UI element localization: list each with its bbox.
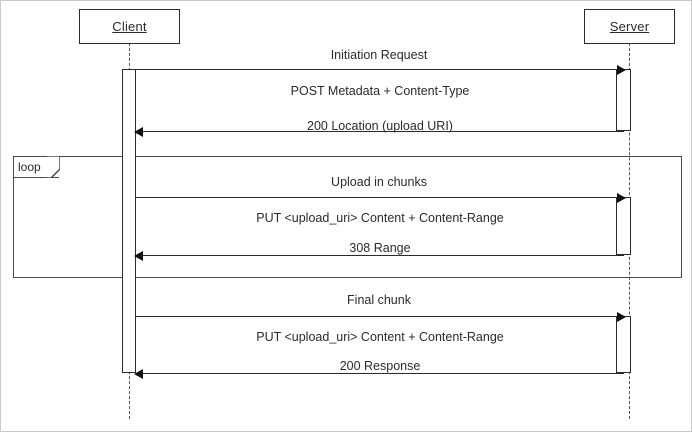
message-line-m5 [135,316,624,317]
section-label-upload-chunks: Upload in chunks [331,175,427,189]
message-label-m2: 200 Location (upload URI) [307,119,453,133]
message-line-m6 [141,373,624,374]
message-arrowhead-m1 [617,65,626,75]
message-label-m4: 308 Range [349,241,411,255]
participant-server-label: Server [609,19,650,34]
message-arrowhead-m6 [134,369,143,379]
participant-server[interactable]: Server [584,9,675,44]
message-arrowhead-m5 [617,312,626,322]
message-label-m1: POST Metadata + Content-Type [290,84,470,98]
fragment-loop-tag: loop [13,156,60,178]
message-line-m4 [141,255,624,256]
message-line-m2 [141,131,624,132]
message-line-m3 [135,197,624,198]
section-label-final-chunk: Final chunk [347,293,411,307]
activation-client [122,69,136,373]
message-label-m6: 200 Response [339,359,421,373]
message-arrowhead-m2 [134,127,143,137]
message-label-m3: PUT <upload_uri> Content + Content-Range [256,211,504,225]
message-label-m5: PUT <upload_uri> Content + Content-Range [256,330,504,344]
message-line-m1 [135,69,624,70]
participant-client[interactable]: Client [79,9,180,44]
section-label-initiation: Initiation Request [330,48,428,62]
message-arrowhead-m3 [617,193,626,203]
participant-client-label: Client [112,19,147,34]
fragment-loop-operator-label: loop [18,160,41,174]
fragment-loop[interactable] [13,156,682,278]
fragment-tag-corner-icon [47,156,60,178]
message-arrowhead-m4 [134,251,143,261]
